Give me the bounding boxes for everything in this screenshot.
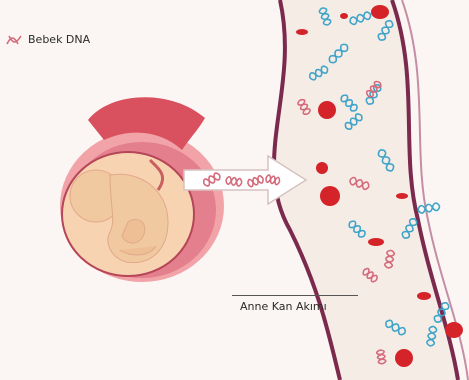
red-blood-cell [318, 101, 336, 119]
red-blood-cell [396, 193, 408, 199]
baby-dna-helix-icon [6, 34, 22, 46]
maternal-blood-vessel [274, 0, 468, 380]
red-blood-cell [395, 349, 413, 367]
red-blood-cell [320, 186, 340, 206]
caption-leader-line [232, 295, 358, 296]
legend-label: Bebek DNA [28, 33, 90, 46]
red-blood-cell [316, 162, 328, 174]
red-blood-cell [296, 29, 308, 35]
maternal-dna-fragment [417, 202, 440, 213]
red-blood-cell [368, 238, 384, 246]
red-blood-cell [371, 5, 389, 19]
bloodstream-caption: Anne Kan Akımı [240, 300, 327, 313]
vessel-lumen [274, 0, 458, 380]
red-blood-cell [417, 292, 431, 300]
legend: Bebek DNA [6, 33, 90, 46]
red-blood-cell [445, 322, 463, 338]
red-blood-cell [340, 13, 348, 19]
